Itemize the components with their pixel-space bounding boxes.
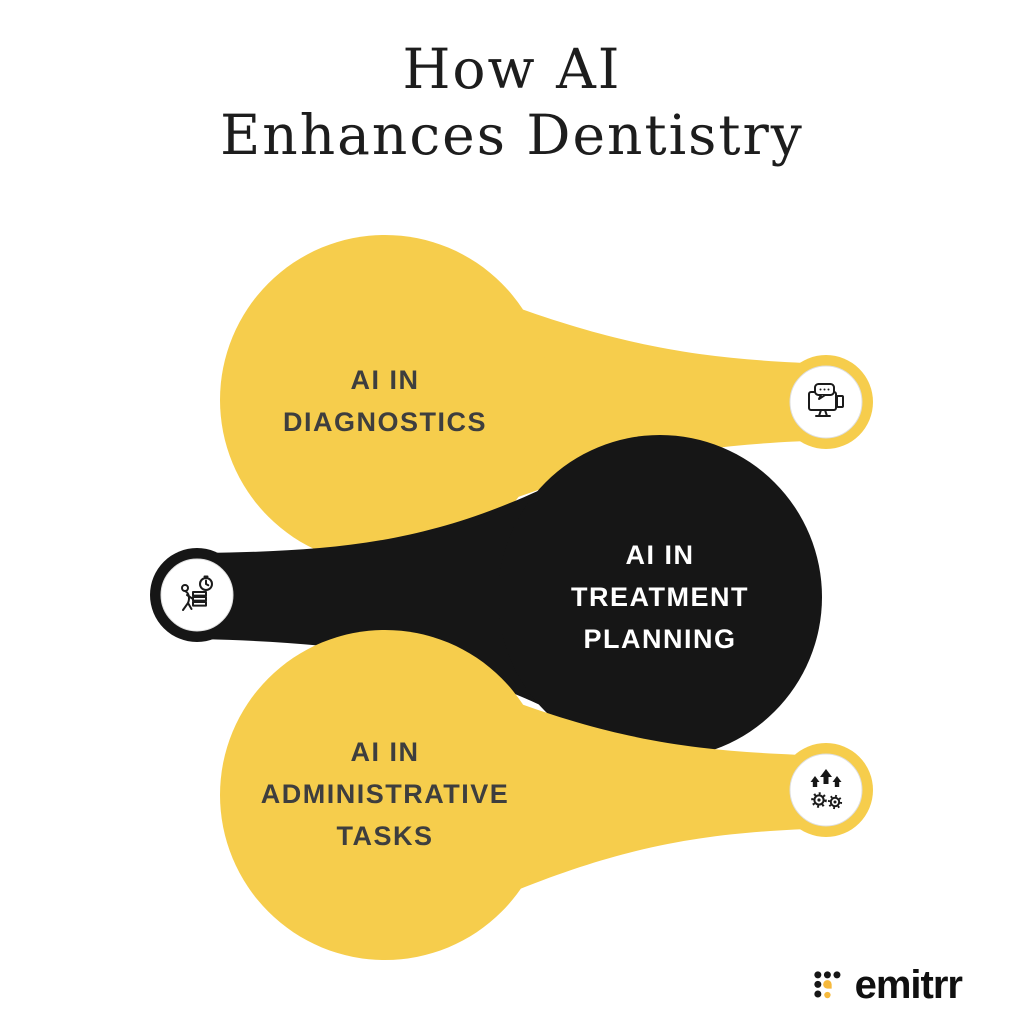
- treatment-balloon-body: [498, 435, 822, 759]
- page-title-line1: How AI: [402, 37, 622, 101]
- administrative-tasks-label: AI IN ADMINISTRATIVE TASKS: [260, 737, 510, 851]
- diagnostics-label: AI IN DIAGNOSTICS: [282, 365, 487, 437]
- diagnostics-balloon: [220, 235, 873, 565]
- gears-growth-icon: [810, 769, 843, 810]
- emitrr-dots-icon: [813, 970, 841, 998]
- treatment-planning-label: AI IN TREATMENT PLANNING: [571, 540, 749, 654]
- monitor-chat-icon: [808, 383, 844, 417]
- brand-logo: emitrr: [812, 963, 963, 1008]
- diagnostics-balloon-body: [220, 235, 550, 565]
- administrative-balloon: [220, 630, 873, 960]
- administrative-balloon-neck: [510, 700, 830, 893]
- person-clock-icon: [181, 575, 213, 611]
- page-title: How AI Enhances Dentistry: [0, 36, 1024, 168]
- administrative-icon-disc: [789, 753, 863, 827]
- brand-logo-text: emitrr: [854, 963, 963, 1007]
- page-title-line2: Enhances Dentistry: [220, 103, 804, 167]
- administrative-balloon-body: [220, 630, 550, 960]
